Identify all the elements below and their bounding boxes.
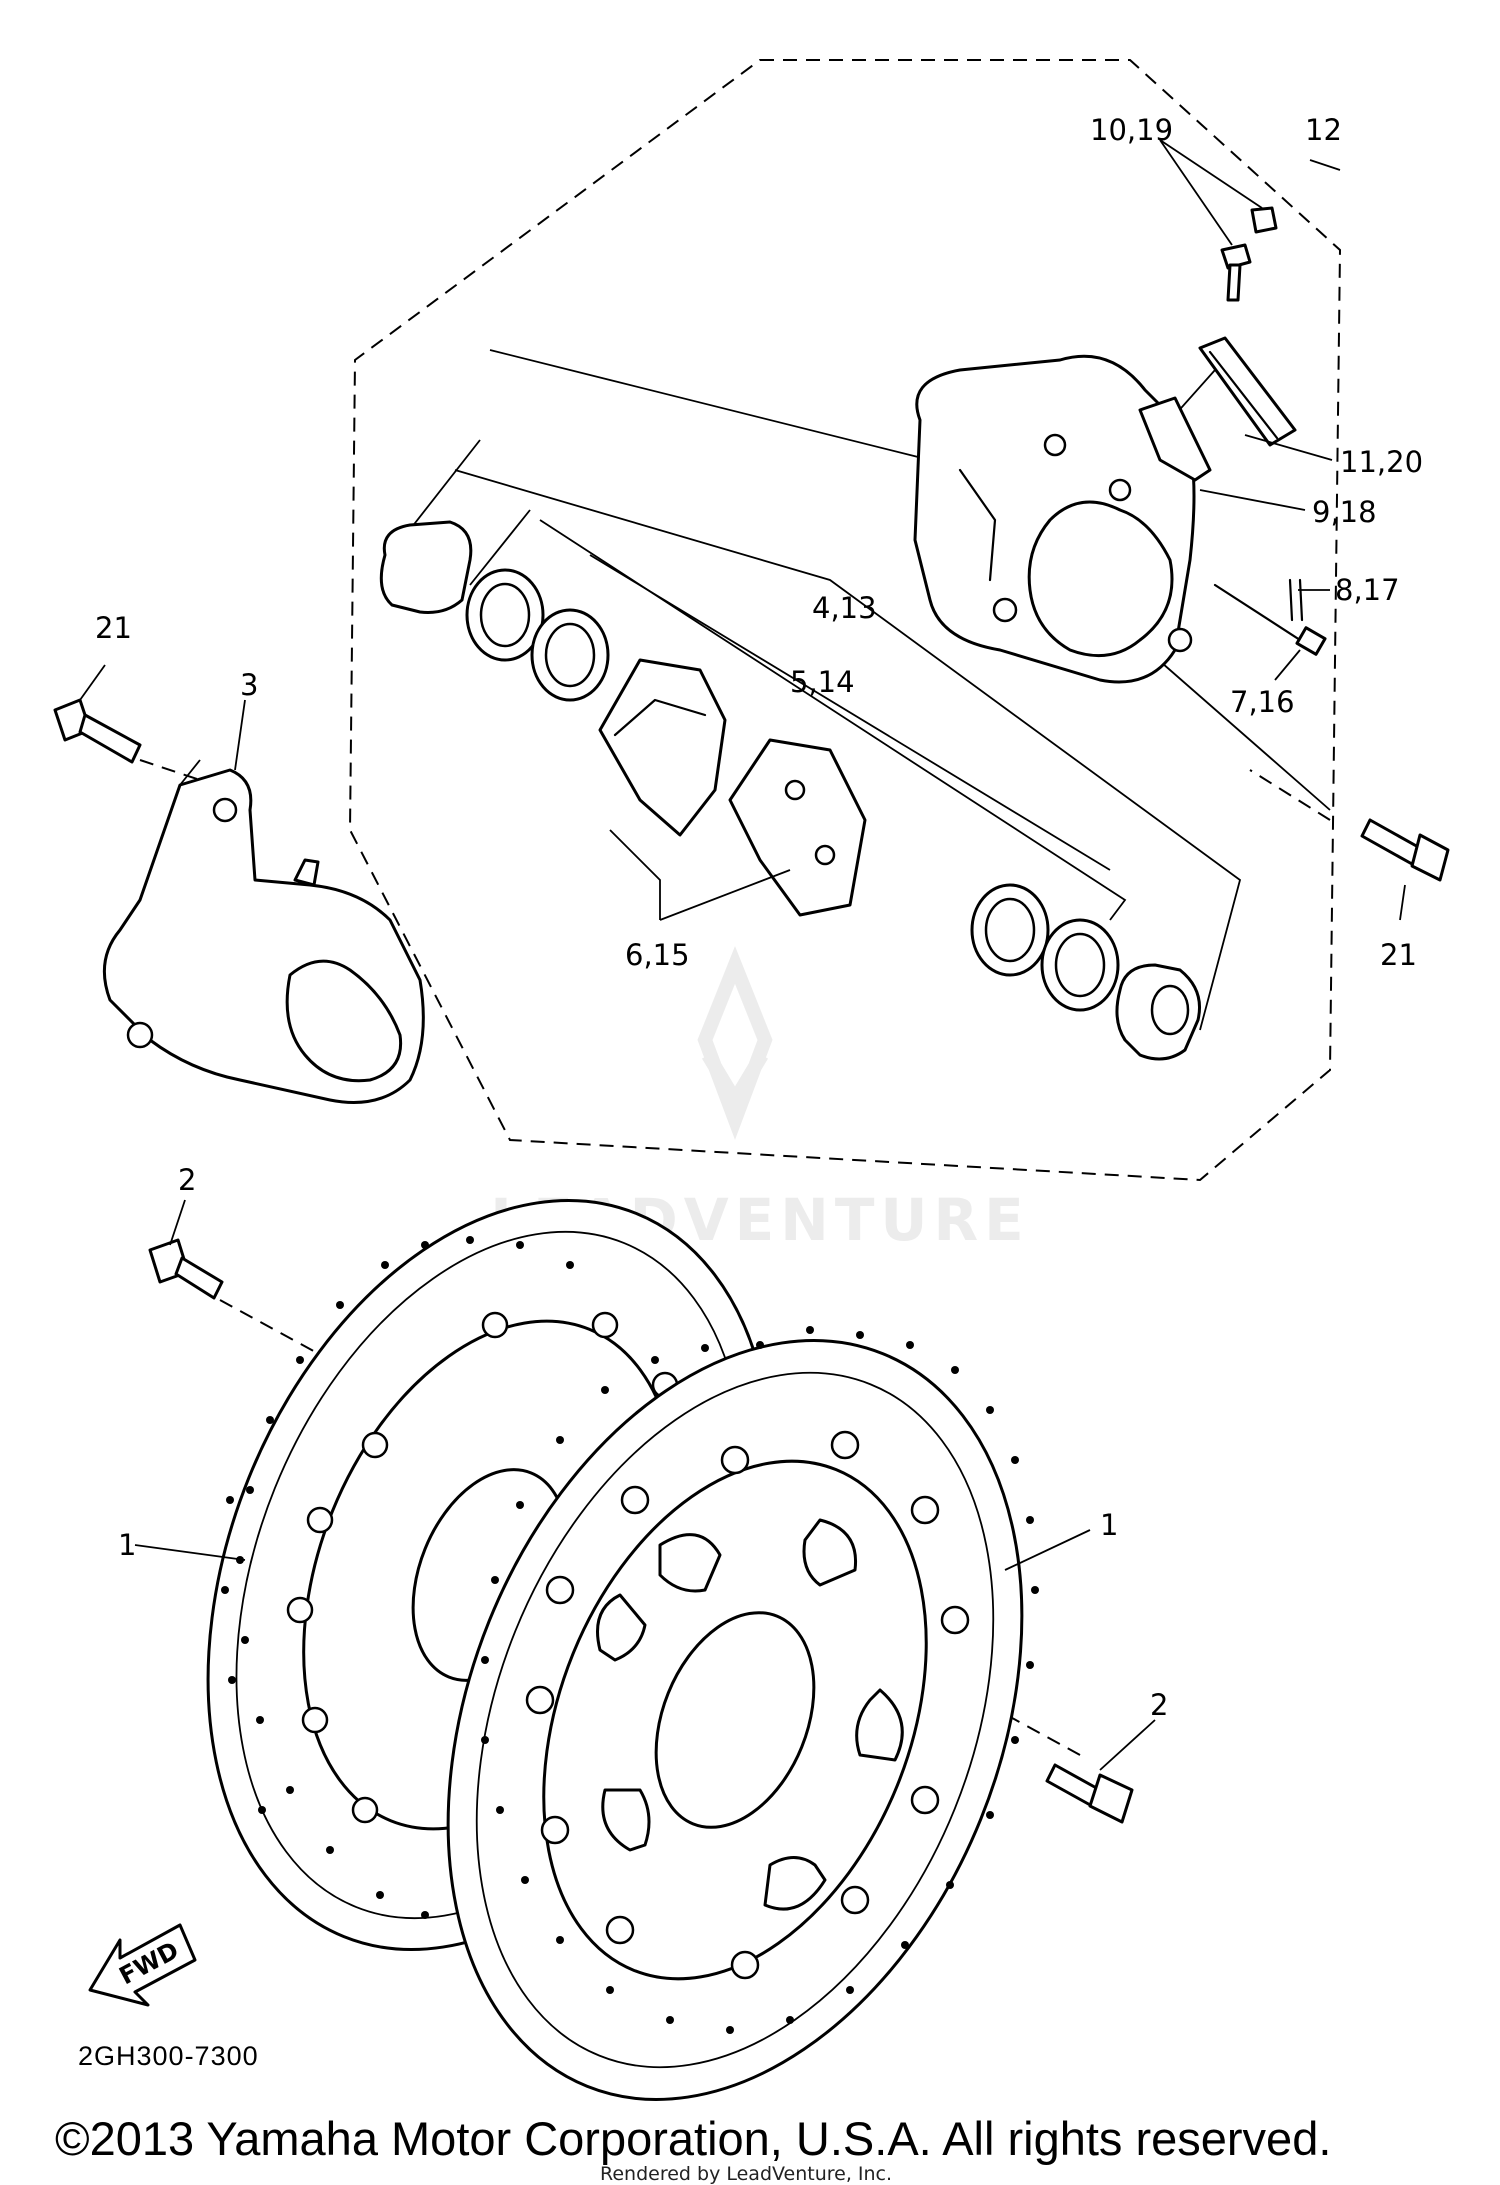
piston-left — [379, 520, 473, 614]
disc-bolt-bottom — [1045, 1763, 1134, 1824]
caliper-bolt-right — [1360, 818, 1450, 882]
bleed-screw — [1220, 206, 1278, 302]
callout-1-left: 1 — [118, 1528, 136, 1562]
copyright-notice: ©2013 Yamaha Motor Corporation, U.S.A. A… — [55, 2112, 1331, 2165]
left-brake-caliper — [102, 768, 425, 1104]
callout-10-19: 10,19 — [1090, 113, 1173, 147]
disc-bolt-top — [148, 1238, 224, 1300]
callout-8-17: 8,17 — [1335, 573, 1400, 607]
seal-pair-left — [465, 568, 610, 702]
pad-spring — [1138, 396, 1212, 482]
callout-5-14: 5,14 — [790, 665, 855, 699]
callout-1-right: 1 — [1100, 1508, 1118, 1542]
callout-4-13: 4,13 — [812, 591, 877, 625]
callout-6-15: 6,15 — [625, 938, 690, 972]
callout-21-right: 21 — [1380, 938, 1417, 972]
brake-pad-outer — [728, 738, 867, 917]
forward-direction-arrow: FWD — [88, 1923, 197, 2007]
caliper-kit-boundary — [348, 59, 1342, 1182]
brake-pad-inner — [598, 658, 727, 837]
callout-21-left: 21 — [95, 611, 132, 645]
callout-leaders — [79, 139, 1406, 1771]
brake-disc-right — [446, 1326, 1039, 2101]
piston-right — [1115, 963, 1201, 1061]
disc-right-rivets — [525, 1430, 970, 1980]
callout-9-18: 9,18 — [1312, 495, 1377, 529]
callout-2-top: 2 — [178, 1163, 196, 1197]
caliper-bolt-left — [53, 698, 142, 764]
diagram-code: 2GH300-7300 — [78, 2041, 259, 2071]
callout-11-20: 11,20 — [1340, 445, 1423, 479]
pad-pin — [1213, 578, 1327, 656]
pad-shim — [1198, 336, 1297, 447]
disc-left-rivets — [286, 1311, 679, 1824]
callout-3: 3 — [240, 668, 258, 702]
right-brake-caliper — [913, 354, 1196, 684]
render-credit: Rendered by LeadVenture, Inc. — [600, 2163, 892, 2185]
seal-pair-right — [970, 883, 1120, 1012]
callout-12: 12 — [1305, 113, 1342, 147]
callout-2-bottom: 2 — [1150, 1688, 1168, 1722]
callout-labels: 10,19 12 11,20 9,18 8,17 4,13 5,14 7,16 … — [95, 113, 1423, 1722]
callout-7-16: 7,16 — [1230, 685, 1295, 719]
disc-right-holes — [481, 1326, 1039, 2034]
disc-right-spokes — [596, 1518, 904, 1911]
